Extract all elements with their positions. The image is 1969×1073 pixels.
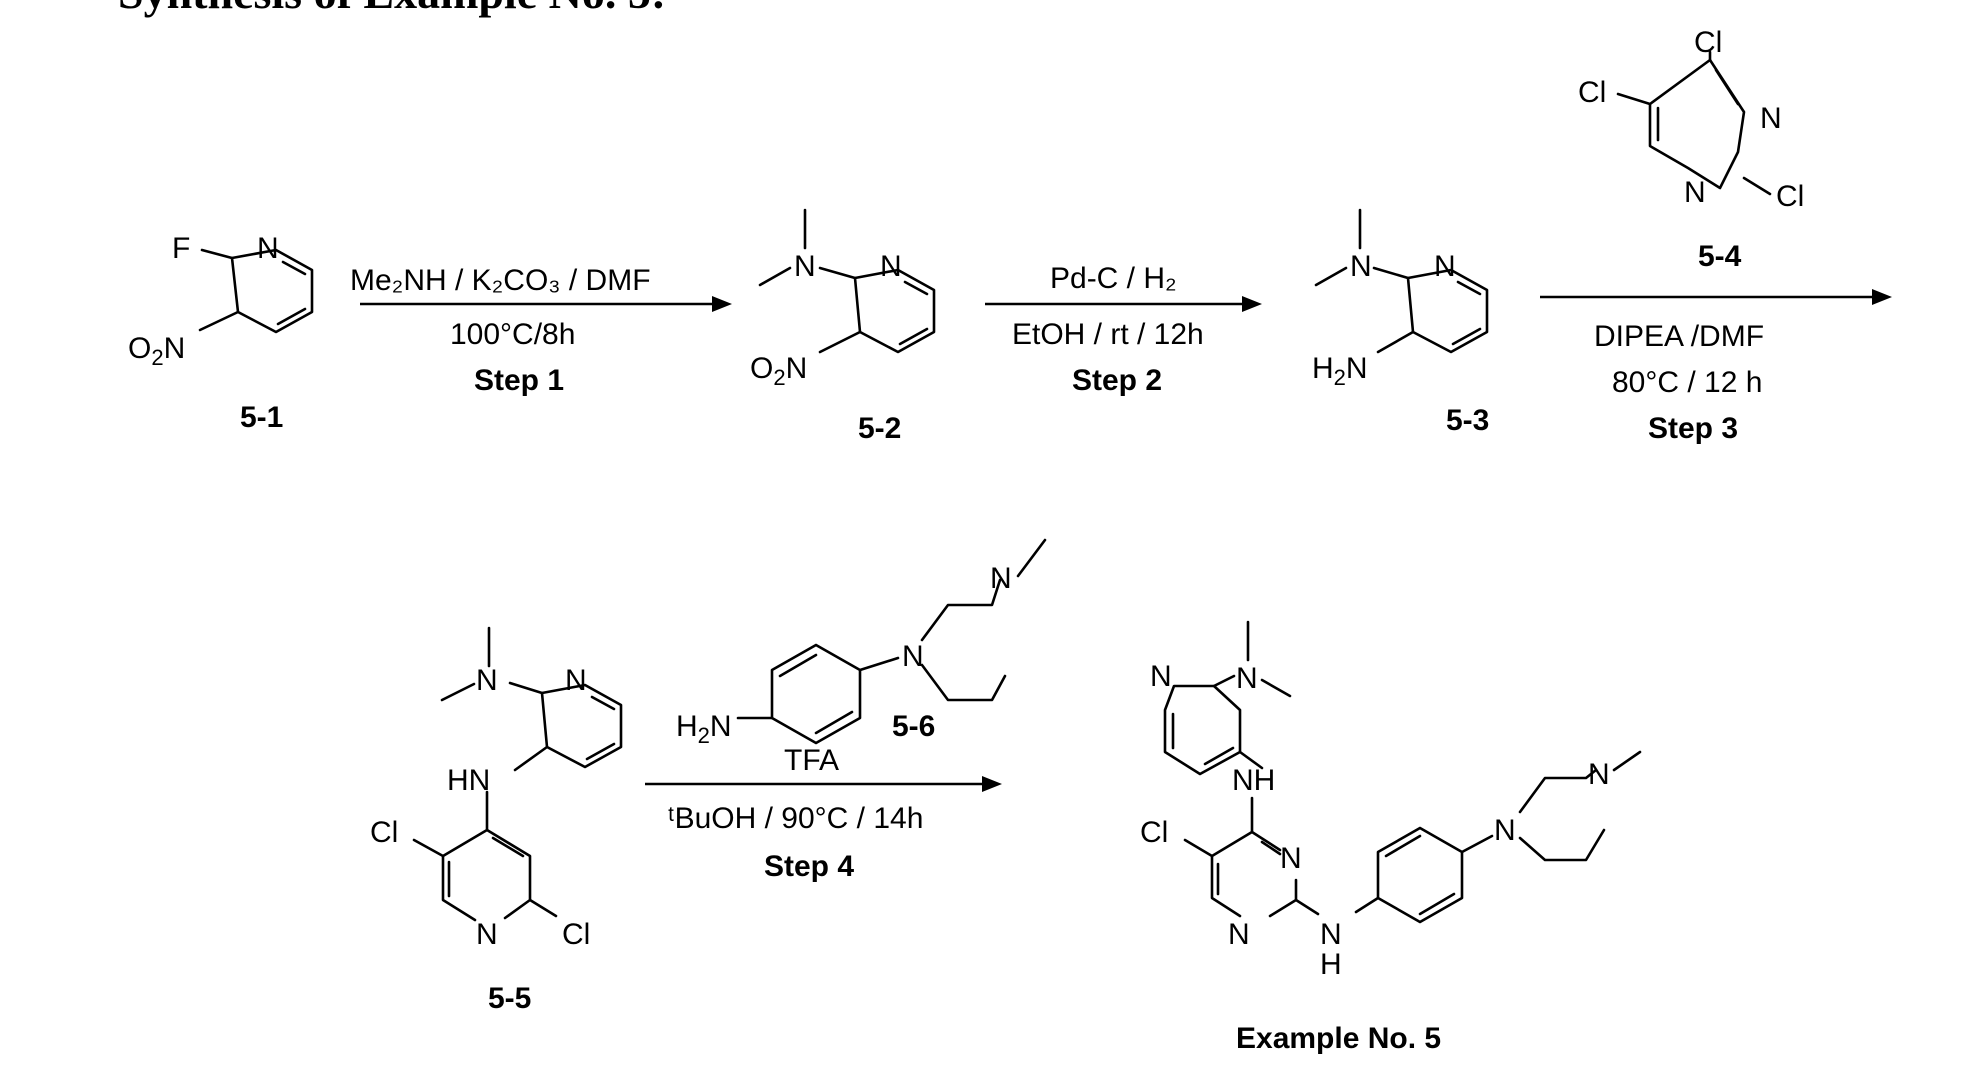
atom-N-pyridine: N bbox=[1150, 660, 1172, 693]
step-2-conditions: EtOH / rt / 12h bbox=[1012, 318, 1204, 351]
atom-N-dimethyl: N bbox=[794, 250, 816, 283]
label-5-2: 5-2 bbox=[858, 412, 901, 445]
step-3-reagents: DIPEA /DMF bbox=[1594, 320, 1764, 353]
atom-N-lower: N bbox=[476, 918, 498, 951]
atom-N-piperazine-4: N bbox=[1588, 758, 1610, 791]
step-4-reagents: TFA bbox=[784, 744, 839, 777]
atom-N-dimethyl: N bbox=[1350, 250, 1372, 283]
compound-example-5: N N NH Cl N N N H N N Example No. 5 bbox=[1140, 622, 1640, 1055]
atom-Cl-left: Cl bbox=[370, 816, 398, 849]
atom-N-piperazine-1: N bbox=[1494, 814, 1516, 847]
atom-N-pyrimidine-1: N bbox=[1228, 918, 1250, 951]
compound-5-1: F N O2N 5-1 bbox=[128, 232, 312, 434]
atom-N-3: N bbox=[1760, 102, 1782, 135]
atom-amine: H2N bbox=[1312, 352, 1368, 390]
atom-amine: H2N bbox=[676, 710, 732, 748]
atom-Cl-2: Cl bbox=[1776, 180, 1804, 213]
step-3-conditions: 80°C / 12 h bbox=[1612, 366, 1762, 399]
scheme-title: Synthesis of Example No. 5: bbox=[118, 0, 666, 18]
step-1-conditions: 100°C/8h bbox=[450, 318, 575, 351]
atom-N-dimethyl: N bbox=[476, 664, 498, 697]
atom-N-anilino: N bbox=[1320, 918, 1342, 951]
atom-N-piperazine-1: N bbox=[902, 640, 924, 673]
step-2-label: Step 2 bbox=[1072, 364, 1162, 397]
step-2-arrow-group: Pd-C / H₂ EtOH / rt / 12h Step 2 bbox=[985, 262, 1262, 397]
atom-F: F bbox=[172, 232, 190, 265]
atom-NH: NH bbox=[1232, 764, 1275, 797]
label-5-6: 5-6 bbox=[892, 710, 935, 743]
atom-Cl-right: Cl bbox=[562, 918, 590, 951]
atom-HN: HN bbox=[447, 764, 490, 797]
compound-5-6: N N H2N 5-6 bbox=[676, 540, 1045, 748]
compound-5-2: N N O2N 5-2 bbox=[750, 210, 934, 445]
label-5-5: 5-5 bbox=[488, 982, 531, 1015]
step-4-label: Step 4 bbox=[764, 850, 854, 883]
label-5-4: 5-4 bbox=[1698, 240, 1742, 273]
compound-5-5: N N HN Cl N Cl 5-5 bbox=[370, 628, 621, 1015]
arrowhead-step-2 bbox=[1242, 296, 1262, 312]
atom-N-ring: N bbox=[880, 250, 902, 283]
atom-N: N bbox=[257, 232, 279, 265]
step-3-label: Step 3 bbox=[1648, 412, 1738, 445]
atom-nitro: O2N bbox=[750, 352, 807, 390]
step-1-arrow-group: Me₂NH / K₂CO₃ / DMF 100°C/8h Step 1 bbox=[350, 264, 732, 397]
atom-N-ring: N bbox=[565, 664, 587, 697]
step-1-label: Step 1 bbox=[474, 364, 564, 397]
atom-H-anilino: H bbox=[1320, 948, 1342, 981]
compound-5-4: Cl Cl N N Cl 5-4 bbox=[1578, 26, 1804, 273]
atom-N-ring: N bbox=[1434, 250, 1456, 283]
atom-Cl: Cl bbox=[1140, 816, 1168, 849]
step-2-reagents: Pd-C / H₂ bbox=[1050, 262, 1177, 295]
atom-N-piperazine-4: N bbox=[990, 562, 1012, 595]
atom-nitro: O2N bbox=[128, 332, 185, 370]
atom-Cl-5: Cl bbox=[1578, 76, 1606, 109]
arrowhead-step-4 bbox=[982, 776, 1002, 792]
compound-5-3: N N H2N 5-3 bbox=[1312, 210, 1489, 437]
arrowhead-step-1 bbox=[712, 296, 732, 312]
arrowhead-step-3 bbox=[1872, 289, 1892, 305]
atom-Cl-4: Cl bbox=[1694, 26, 1722, 59]
step-4-arrow-group: TFA ᵗBuOH / 90°C / 14h Step 4 bbox=[645, 744, 1002, 883]
step-1-reagents: Me₂NH / K₂CO₃ / DMF bbox=[350, 264, 651, 297]
step-3-arrow-group: DIPEA /DMF 80°C / 12 h Step 3 bbox=[1540, 289, 1892, 445]
label-5-1: 5-1 bbox=[240, 401, 283, 434]
label-5-3: 5-3 bbox=[1446, 404, 1489, 437]
atom-N-pyrimidine-3: N bbox=[1280, 842, 1302, 875]
atom-N-dimethyl: N bbox=[1236, 662, 1258, 695]
label-example-5: Example No. 5 bbox=[1236, 1022, 1441, 1055]
step-4-conditions: ᵗBuOH / 90°C / 14h bbox=[668, 802, 923, 835]
atom-N-1: N bbox=[1684, 176, 1706, 209]
